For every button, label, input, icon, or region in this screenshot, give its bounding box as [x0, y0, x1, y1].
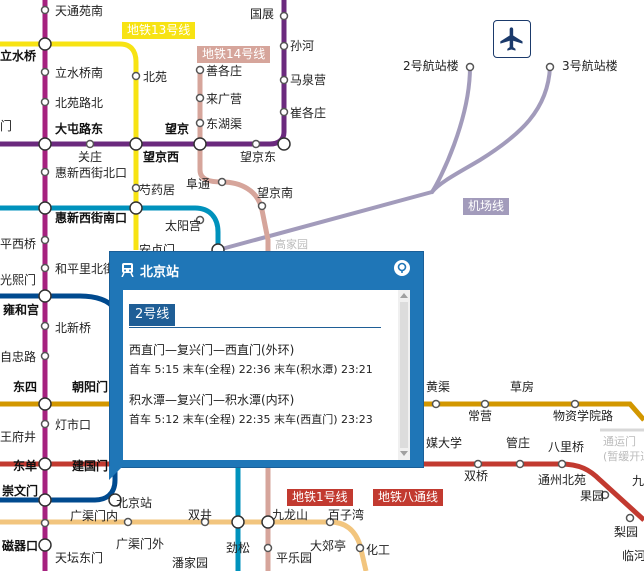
station-label: 大郊亭 — [310, 538, 346, 553]
station-label: 八里桥 — [548, 440, 584, 454]
station-label: 望京东 — [240, 150, 276, 164]
scroll-up-arrow-icon[interactable] — [400, 293, 408, 298]
station-label: 果园 — [580, 489, 604, 503]
route-name: 积水潭—复兴门—积水潭(内环) — [129, 393, 295, 407]
station-label: 来广营 — [206, 92, 242, 106]
station-label: 化工 — [366, 543, 390, 557]
popup-station-name: 北京站 — [140, 265, 180, 280]
station-label: 广渠门外 — [116, 536, 164, 551]
station-label: 东四 — [13, 379, 37, 394]
station-label: 黄渠 — [426, 380, 450, 394]
station-label: 劲松 — [226, 541, 250, 555]
station-label: 常营 — [468, 409, 492, 423]
scroll-down-arrow-icon[interactable] — [400, 451, 408, 456]
batong-line-label: 地铁八通线 — [373, 489, 444, 506]
airport-line — [216, 65, 552, 252]
station-label: 国展 — [250, 7, 274, 21]
station-label: 关庄 — [78, 149, 102, 164]
station-label: 自忠路 — [0, 349, 36, 364]
station-label: 北苑路北 — [55, 95, 103, 110]
station-label: 朝阳门 — [72, 379, 108, 394]
line-10 — [0, 205, 221, 260]
regular-stations — [40, 5, 635, 553]
station-label: 物资学院路 — [553, 408, 613, 423]
station-label: 东湖渠 — [206, 116, 242, 131]
station-label: 草房 — [510, 379, 534, 394]
station-label: 善各庄 — [206, 63, 242, 78]
station-label: 媒大学 — [426, 435, 462, 450]
station-label: 惠新西街南口 — [55, 210, 127, 225]
station-label: 高家园 — [275, 237, 308, 251]
station-label: 崔各庄 — [290, 105, 326, 120]
line-1-label: 地铁1号线 — [287, 489, 353, 506]
route-times: 首车 5:12 末车(全程) 22:35 末车(西直门) 23:23 — [129, 413, 373, 426]
station-label: 天通苑南 — [55, 3, 103, 18]
line-6 — [0, 401, 644, 422]
station-label: 阜通 — [186, 177, 210, 191]
station-label: 东单 — [13, 458, 37, 473]
station-label: 立水桥南 — [55, 65, 103, 80]
station-label: 平乐园 — [276, 551, 312, 565]
airport-line-label: 机场线 — [463, 198, 510, 215]
station-label: 惠新西街北口 — [55, 165, 127, 180]
station-label: 和平里北街 — [55, 262, 115, 276]
station-label: 通州北苑 — [538, 473, 586, 487]
airplane-icon[interactable] — [493, 20, 531, 58]
station-label: 灯市口 — [55, 417, 91, 432]
station-label: 王府井 — [0, 429, 36, 444]
route-times: 首车 5:15 末车(全程) 22:36 末车(积水潭) 23:21 — [129, 363, 373, 376]
station-label: 临河 — [622, 549, 644, 563]
station-label: 潘家园 — [172, 555, 208, 570]
line-13 — [0, 41, 139, 250]
station-label: 马泉营 — [290, 73, 326, 87]
station-label: 通运门 — [603, 434, 636, 448]
line-14-label: 地铁14号线 — [197, 46, 271, 63]
station-label: 双桥 — [464, 469, 488, 483]
station-label: 望京 — [165, 121, 189, 136]
popup-pointer — [109, 466, 123, 480]
station-label: 九龙山 — [272, 508, 308, 522]
station-label: 北新桥 — [55, 320, 91, 335]
train-icon — [121, 262, 134, 281]
station-label: 广渠门内 — [70, 508, 118, 523]
station-label: 光熙门 — [0, 272, 36, 287]
station-label: 管庄 — [506, 435, 530, 450]
locate-icon[interactable] — [393, 259, 411, 277]
station-info-popup: 北京站 2号线 西直门—复兴门—西直门(外环) 首车 5:15 末车(全程) 2… — [109, 251, 424, 468]
line-tag: 2号线 — [129, 304, 176, 326]
station-label: 雍和宫 — [3, 302, 39, 317]
route-name: 西直门—复兴门—西直门(外环) — [129, 343, 295, 357]
station-label: 3号航站楼 — [562, 58, 618, 73]
station-label: 大屯路东 — [55, 121, 103, 136]
popup-scrollbar[interactable] — [398, 290, 410, 460]
station-label: 九 — [632, 474, 644, 488]
station-label: 2号航站楼 — [403, 58, 459, 73]
popup-content: 2号线 西直门—复兴门—西直门(外环) 首车 5:15 末车(全程) 22:36… — [123, 290, 410, 460]
station-label: 孙河 — [290, 39, 314, 53]
station-label: 望京南 — [257, 185, 293, 200]
station-label: 望京西 — [143, 149, 179, 164]
station-label: 崇文门 — [2, 483, 38, 498]
station-label: 平西桥 — [0, 237, 36, 251]
transfer-stations — [38, 37, 291, 552]
station-label: 太阳宫 — [165, 218, 201, 233]
line-13-label: 地铁13号线 — [122, 22, 196, 39]
station-label: 芍药居 — [139, 183, 175, 197]
station-label: 双井 — [188, 508, 212, 522]
station-label: 建国门 — [71, 458, 108, 473]
station-label: 立水桥 — [0, 48, 37, 63]
scroll-thumb[interactable] — [400, 302, 408, 448]
station-label: 百子湾 — [328, 507, 364, 522]
line-divider — [129, 327, 381, 328]
station-label: 门 — [0, 118, 12, 133]
station-label: 天坛东门 — [55, 550, 103, 565]
station-labels: 天通苑南 国展 立水桥 立水桥南 北苑 孙河 善各庄 马泉营 来广营 崔各庄 北… — [0, 3, 644, 570]
station-label: 北苑 — [143, 70, 167, 84]
station-label: 磁器口 — [1, 538, 38, 553]
station-label: (暂缓开通) — [603, 450, 644, 463]
station-label: 北京站 — [116, 496, 152, 510]
station-label: 梨园 — [614, 525, 638, 539]
